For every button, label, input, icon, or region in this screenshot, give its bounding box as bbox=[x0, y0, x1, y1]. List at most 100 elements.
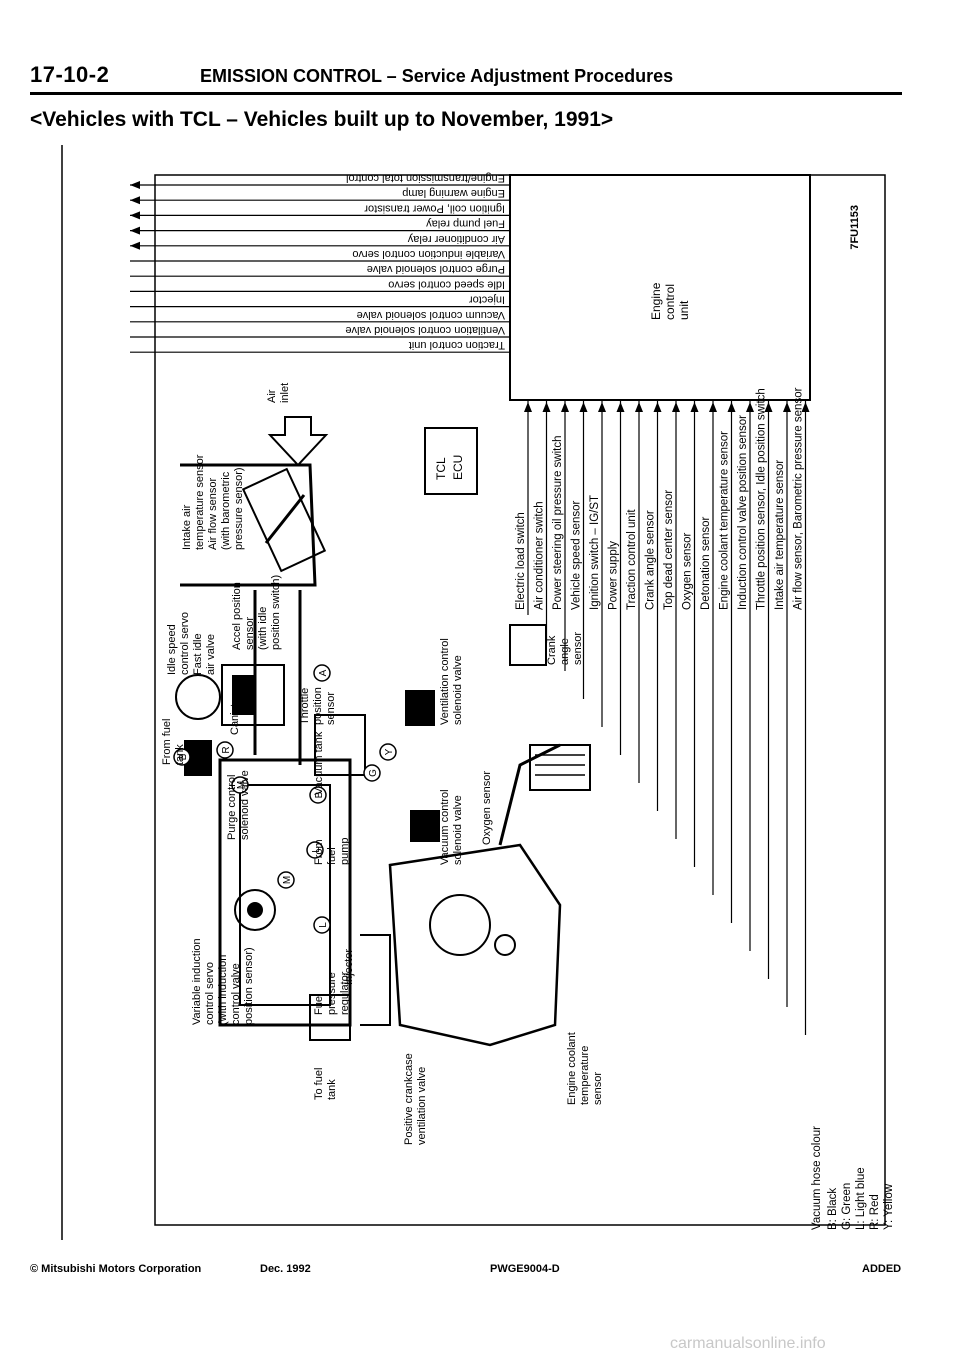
input-arrowhead bbox=[616, 402, 625, 412]
hose-marker-circle bbox=[306, 841, 324, 859]
component-label-throttle-sensor: position bbox=[312, 687, 324, 725]
ecu-output-label: Injector bbox=[469, 294, 505, 306]
component-label-from-fuel-pump: pump bbox=[339, 837, 351, 865]
output-signal-arrows bbox=[130, 181, 510, 353]
component-label-from-fuel-pump: From bbox=[313, 839, 325, 865]
component-label-intake-group: Intake air bbox=[181, 504, 193, 550]
hose-marker-letter: R bbox=[221, 746, 232, 753]
ecu-output-label: Engine warning lamp bbox=[402, 187, 505, 199]
hose-marker-letter: L bbox=[311, 847, 322, 853]
component-label-pcv-valve: ventilation valve bbox=[416, 1067, 428, 1145]
legend-title: Vacuum hose colour bbox=[811, 1126, 823, 1230]
ecu-output-label: Variable induction control servo bbox=[352, 248, 505, 260]
air-flow-sensor-element bbox=[264, 494, 306, 544]
component-label-to-fuel-tank: To fuel bbox=[313, 1068, 325, 1100]
input-arrowhead bbox=[672, 402, 680, 412]
ecu-input-label: Induction control valve position sensor bbox=[737, 415, 749, 610]
ecu-input-label: Top dead center sensor bbox=[663, 490, 675, 610]
input-arrowhead bbox=[709, 402, 717, 412]
ecu-input-label: Ignition switch – IG/ST bbox=[589, 495, 601, 610]
ecu-input-label: Electric load switch bbox=[515, 512, 527, 610]
exhaust-pipe bbox=[498, 743, 561, 846]
component-label-air-inlet: Air bbox=[266, 389, 278, 403]
injector bbox=[360, 934, 391, 1026]
hose-marker-letter: B bbox=[314, 791, 325, 798]
hose-marker-circle bbox=[363, 764, 381, 782]
variable-induction-servo-core bbox=[247, 902, 263, 918]
tcl-ecu-label-line: ECU bbox=[451, 455, 465, 480]
component-label-crank-sensor: Crank bbox=[546, 635, 558, 665]
input-arrowhead bbox=[635, 402, 643, 412]
component-label-coolant-sensor: temperature bbox=[579, 1046, 591, 1105]
component-label-coolant-sensor: sensor bbox=[592, 1072, 604, 1105]
component-label-from-fuel-tank: tank bbox=[174, 744, 186, 765]
input-arrowhead bbox=[524, 402, 532, 412]
ecu-input-label: Crank angle sensor bbox=[645, 510, 657, 610]
output-arrowhead bbox=[130, 211, 140, 220]
vacuum-solenoid-valve bbox=[410, 810, 440, 842]
page-title: EMISSION CONTROL – Service Adjustment Pr… bbox=[200, 66, 674, 86]
crank-angle-sensor bbox=[509, 624, 547, 666]
output-arrowhead bbox=[130, 181, 140, 189]
figure-frame bbox=[154, 174, 886, 1226]
legend-item: R: Red bbox=[869, 1194, 881, 1230]
hose-marker-letter: G bbox=[368, 769, 379, 777]
component-label-variable-induction: control valve bbox=[230, 963, 242, 1025]
component-label-purge-valve: solenoid valve bbox=[239, 770, 251, 840]
ecu-input-label: Engine coolant temperature sensor bbox=[719, 431, 731, 610]
component-label-vacuum-valve: Vacuum control bbox=[439, 789, 451, 865]
ecu-output-label: Fuel pump relay bbox=[426, 218, 505, 230]
component-label-ventilation-valve: solenoid valve bbox=[452, 655, 464, 725]
hose-marker-letter: L bbox=[318, 922, 329, 928]
catalytic-converter bbox=[529, 744, 591, 791]
component-label-variable-induction: (with induction bbox=[217, 955, 229, 1025]
hose-marker-circle bbox=[231, 776, 249, 794]
component-label-throttle-sensor: sensor bbox=[325, 692, 337, 725]
ecu-input-label: Traction control unit bbox=[626, 509, 638, 610]
ecu-input-label: Intake air temperature sensor bbox=[774, 460, 786, 610]
hose-marker-circle bbox=[216, 741, 234, 759]
intake-manifold-inner bbox=[239, 784, 331, 1006]
page-number: 17-10-2 bbox=[30, 62, 110, 87]
component-label-coolant-sensor: Engine coolant bbox=[566, 1032, 578, 1105]
component-label-accel-group: position switch) bbox=[270, 575, 282, 650]
ecu-output-label: Idle speed control servo bbox=[388, 278, 505, 290]
hose-marker-circle bbox=[309, 786, 327, 804]
ecu-input-label: Oxygen sensor bbox=[682, 532, 694, 610]
component-label-vacuum-tank: Vacuum tank bbox=[313, 731, 325, 795]
component-label-intake-group: temperature sensor bbox=[194, 454, 206, 550]
page-header: 17-10-2 EMISSION CONTROL – Service Adjus… bbox=[30, 62, 673, 88]
ecu-label-line: control bbox=[663, 284, 677, 320]
header-rule bbox=[30, 92, 902, 95]
ecu-label-line: Engine bbox=[649, 282, 663, 320]
component-label-isc-group: Fast idle bbox=[192, 633, 204, 675]
section-subtitle: <Vehicles with TCL – Vehicles built up t… bbox=[30, 108, 614, 131]
air-pipe bbox=[253, 590, 302, 765]
input-arrowhead bbox=[746, 402, 754, 412]
air-flow-sensor-body bbox=[241, 467, 327, 573]
component-label-fuel-regulator: pressure bbox=[326, 972, 338, 1015]
footer-copyright: © Mitsubishi Motors Corporation bbox=[30, 1263, 202, 1275]
component-label-vacuum-valve: solenoid valve bbox=[452, 795, 464, 865]
ecu-output-label: Traction control unit bbox=[409, 339, 505, 351]
air-inlet-arrow bbox=[267, 416, 329, 467]
legend-item: B: Black bbox=[827, 1188, 839, 1230]
input-arrowhead bbox=[579, 402, 588, 412]
fuel-pressure-regulator bbox=[309, 994, 351, 1041]
hose-marker-letter: B bbox=[178, 753, 189, 760]
component-label-air-inlet: inlet bbox=[279, 383, 291, 403]
piston-crank bbox=[429, 894, 491, 956]
input-arrowhead bbox=[801, 402, 810, 412]
ecu-box bbox=[509, 174, 811, 401]
input-arrowhead bbox=[653, 402, 662, 412]
hose-marker-letter: M bbox=[236, 781, 247, 789]
component-label-crank-sensor: angle bbox=[559, 638, 571, 665]
canister bbox=[175, 674, 221, 720]
input-arrowhead bbox=[783, 402, 791, 412]
